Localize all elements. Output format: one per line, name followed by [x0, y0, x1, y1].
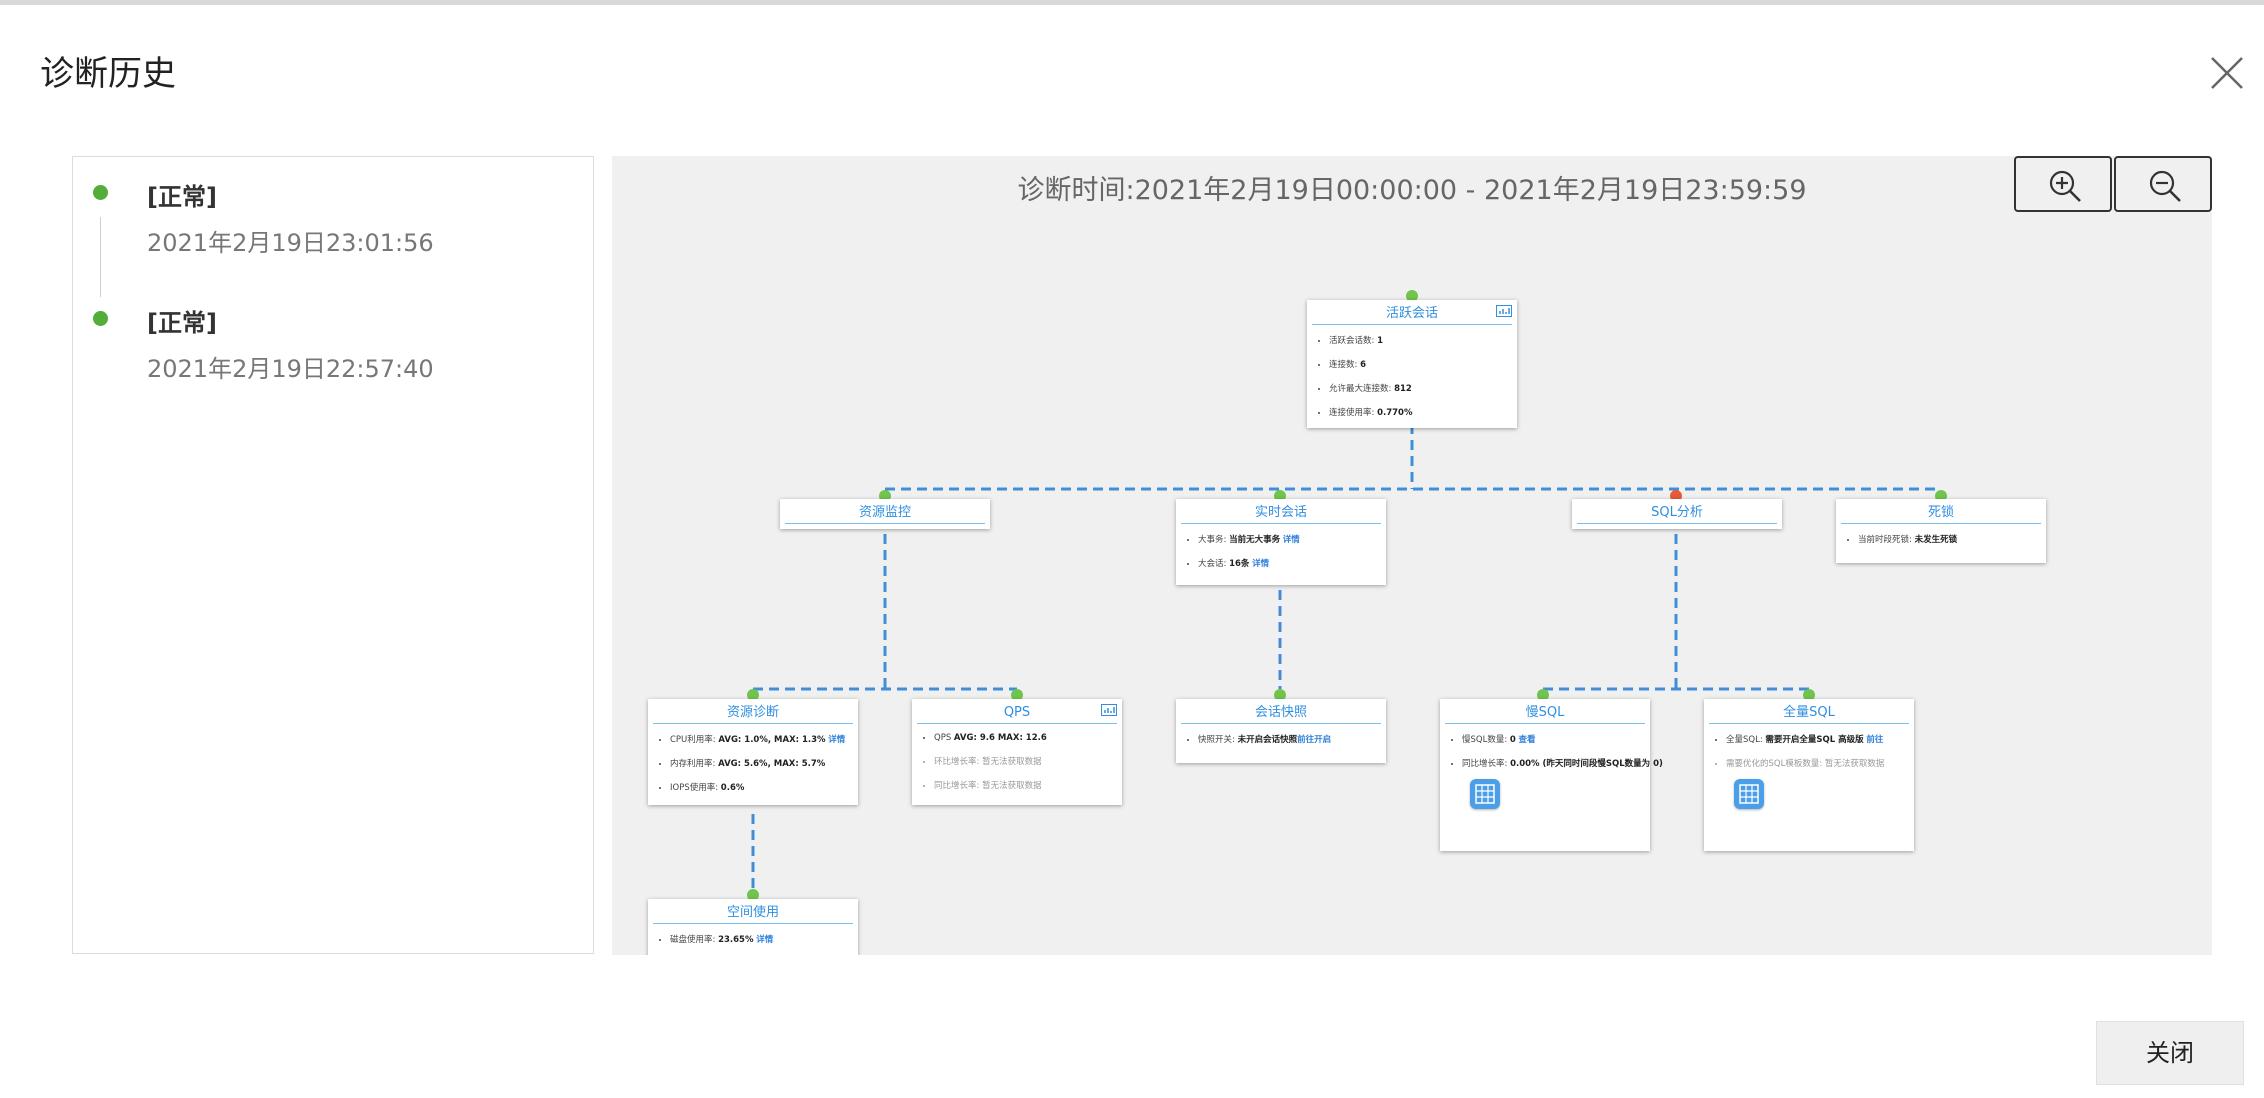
history-status: [正常] [147, 309, 217, 337]
diagnosis-time-title: 诊断时间:2021年2月19日00:00:00 - 2021年2月19日23:5… [1017, 175, 1807, 206]
diagnosis-canvas[interactable]: 诊断时间:2021年2月19日00:00:00 - 2021年2月19日23:5… [612, 156, 2212, 955]
table-icon[interactable] [1470, 779, 1500, 809]
close-icon[interactable] [2206, 52, 2248, 94]
node-title: QPS [917, 703, 1117, 724]
zoom-in-button[interactable] [2014, 156, 2112, 212]
node-active-session[interactable]: 活跃会话 活跃会话数: 1 连接数: 6 允许最大连接数: 812 连接使用率:… [1307, 300, 1517, 428]
details-link[interactable]: 详情 [756, 935, 774, 945]
node-metrics: 磁盘使用率: 23.65% 详情 [660, 933, 773, 955]
zoom-out-icon [2149, 170, 2181, 202]
node-title: 实时会话 [1181, 503, 1381, 524]
node-space-usage[interactable]: 空间使用 磁盘使用率: 23.65% 详情 [648, 899, 858, 955]
modal-title: 诊断历史 [40, 54, 176, 94]
history-time: 2021年2月19日22:57:40 [147, 355, 434, 383]
connector-point [747, 889, 759, 901]
connector-point [1803, 689, 1815, 701]
history-item[interactable]: [正常] 2021年2月19日23:01:56 [73, 157, 593, 297]
connector-point [1406, 290, 1418, 302]
node-metrics: 慢SQL数量: 0 查看 同比增长率: 0.00% (昨天同时间段慢SQL数量为… [1452, 733, 1663, 781]
node-resource-monitor[interactable]: 资源监控 [780, 499, 990, 529]
details-link[interactable]: 详情 [1252, 559, 1270, 569]
connector-point [1537, 689, 1549, 701]
history-time: 2021年2月19日23:01:56 [147, 229, 434, 257]
node-title: 活跃会话 [1312, 304, 1512, 325]
table-icon[interactable] [1734, 779, 1764, 809]
node-metrics: 活跃会话数: 1 连接数: 6 允许最大连接数: 812 连接使用率: 0.77… [1319, 334, 1412, 430]
history-status: [正常] [147, 183, 217, 211]
node-title: 资源监控 [785, 503, 985, 524]
chart-icon[interactable] [1496, 305, 1512, 317]
status-dot-icon [93, 311, 108, 326]
node-sql-analysis[interactable]: SQL分析 [1572, 499, 1782, 529]
history-item[interactable]: [正常] 2021年2月19日22:57:40 [73, 283, 593, 403]
details-link[interactable]: 详情 [828, 735, 846, 745]
node-title: 死锁 [1841, 503, 2041, 524]
view-link[interactable]: 查看 [1518, 735, 1536, 745]
enable-link[interactable]: 前往开启 [1297, 735, 1332, 745]
connector-point [1274, 689, 1286, 701]
node-title: 全量SQL [1709, 703, 1909, 724]
node-metrics: 当前时段死锁: 未发生死锁 [1848, 533, 1957, 557]
node-metrics: 全量SQL: 需要开启全量SQL 高级版 前往 需要优化的SQL模板数量: 暂无… [1716, 733, 1884, 781]
node-full-sql[interactable]: 全量SQL 全量SQL: 需要开启全量SQL 高级版 前往 需要优化的SQL模板… [1704, 699, 1914, 851]
node-title: 空间使用 [653, 903, 853, 924]
node-deadlock[interactable]: 死锁 当前时段死锁: 未发生死锁 [1836, 499, 2046, 563]
node-title: 会话快照 [1181, 703, 1381, 724]
node-metrics: 快照开关: 未开启会话快照前往开启 [1188, 733, 1331, 757]
node-title: 资源诊断 [653, 703, 853, 724]
node-session-snapshot[interactable]: 会话快照 快照开关: 未开启会话快照前往开启 [1176, 699, 1386, 763]
node-realtime-session[interactable]: 实时会话 大事务: 当前无大事务 详情 大会话: 16条 详情 [1176, 499, 1386, 585]
history-list: [正常] 2021年2月19日23:01:56 [正常] 2021年2月19日2… [72, 156, 594, 954]
background-page-strip [0, 0, 2264, 5]
node-slow-sql[interactable]: 慢SQL 慢SQL数量: 0 查看 同比增长率: 0.00% (昨天同时间段慢S… [1440, 699, 1663, 851]
zoom-in-icon [2049, 170, 2081, 202]
node-qps[interactable]: QPS QPS AVG: 9.6 MAX: 12.6 环比增长率: 暂无法获取数… [912, 699, 1122, 805]
node-title: SQL分析 [1577, 503, 1777, 524]
node-metrics: QPS AVG: 9.6 MAX: 12.6 环比增长率: 暂无法获取数据 同比… [924, 733, 1047, 803]
chart-icon[interactable] [1101, 704, 1117, 716]
details-link[interactable]: 详情 [1282, 535, 1300, 545]
node-resource-diagnosis[interactable]: 资源诊断 CPU利用率: AVG: 1.0%, MAX: 1.3% 详情 内存利… [648, 699, 858, 805]
connector-point [747, 689, 759, 701]
node-metrics: CPU利用率: AVG: 1.0%, MAX: 1.3% 详情 内存利用率: A… [660, 733, 845, 805]
status-dot-icon [93, 185, 108, 200]
close-button[interactable]: 关闭 [2096, 1021, 2244, 1085]
node-metrics: 大事务: 当前无大事务 详情 大会话: 16条 详情 [1188, 533, 1300, 581]
timeline-connector [100, 217, 101, 297]
zoom-out-button[interactable] [2114, 156, 2212, 212]
node-title: 慢SQL [1445, 703, 1645, 724]
connector-point [1011, 689, 1023, 701]
go-link[interactable]: 前往 [1866, 735, 1884, 745]
